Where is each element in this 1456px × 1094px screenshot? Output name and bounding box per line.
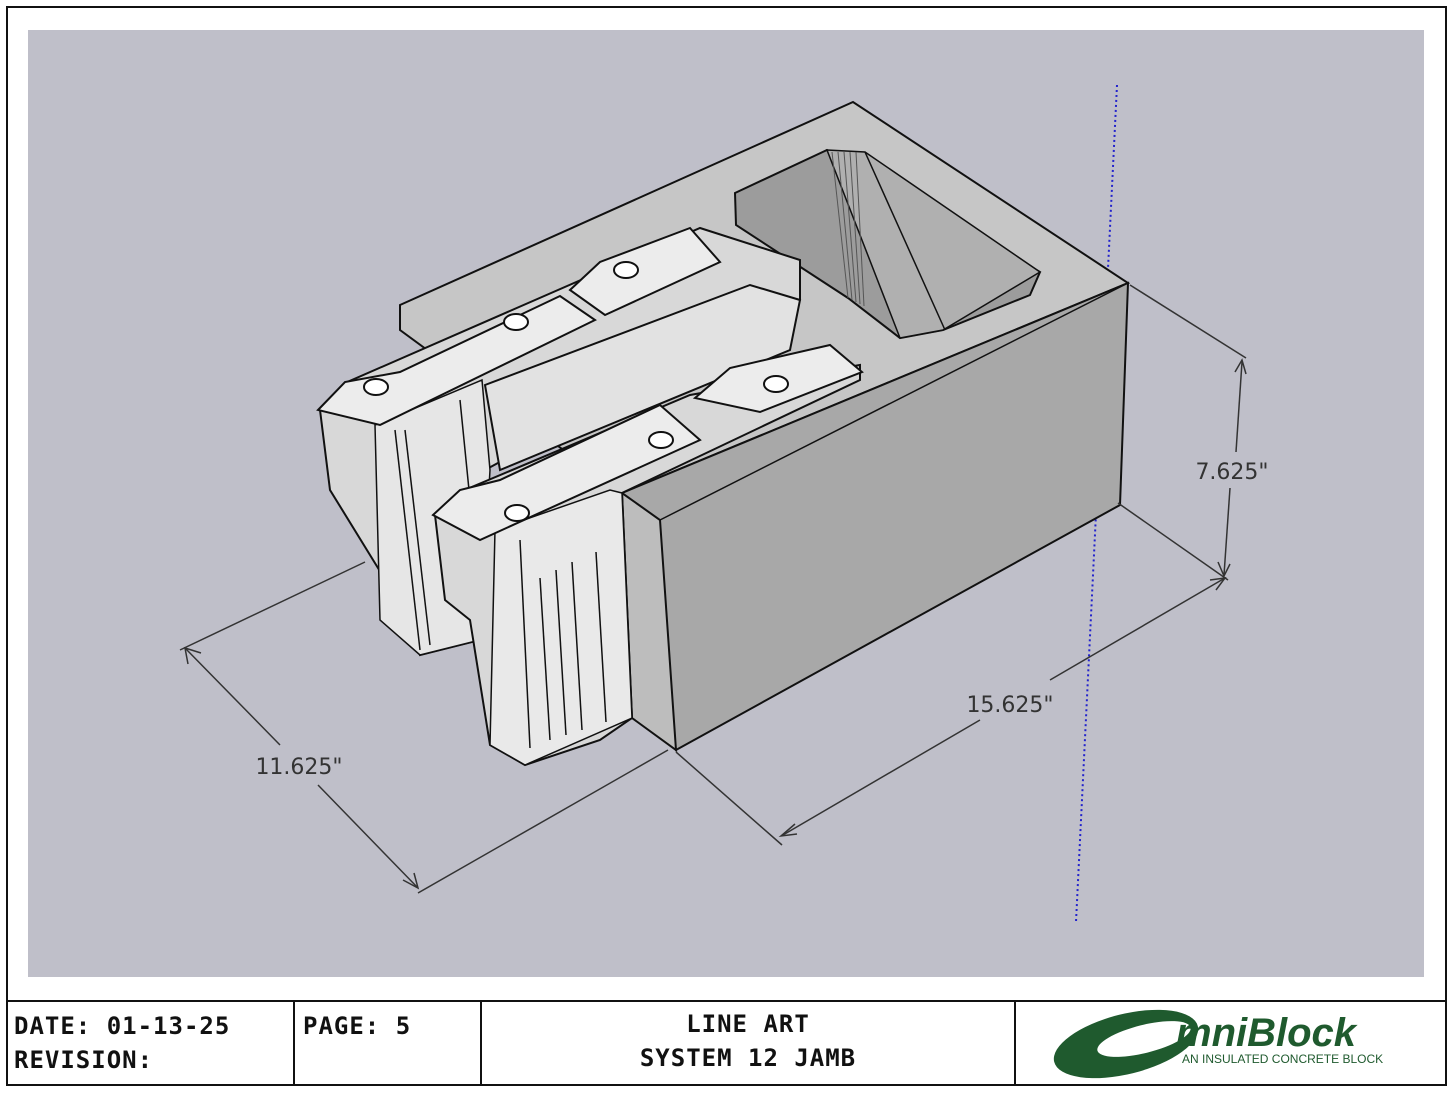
front-connector-tab	[431, 403, 702, 542]
title-block: DATE: 01-13-25 REVISION: PAGE: 5 LINE AR…	[6, 1000, 1447, 1086]
block-drawing: 7.625" 15.625" 11.625"	[179, 84, 1269, 923]
block-core-wall	[825, 149, 1042, 339]
date-value: 01-13-25	[106, 1012, 231, 1040]
logo-tagline: AN INSULATED CONCRETE BLOCK	[1182, 1052, 1383, 1066]
height-dimension	[1117, 284, 1247, 581]
page-value: 5	[395, 1012, 412, 1040]
width-dimension	[179, 561, 669, 894]
title-block-logo-cell: O mniBlock AN INSULATED CONCRETE BLOCK	[1016, 1002, 1445, 1086]
rear-connector-tab-2	[568, 226, 722, 317]
title-line-2: SYSTEM 12 JAMB	[639, 1044, 857, 1072]
logo-brand-initial: O	[1046, 1006, 1047, 1007]
logo-brand: mniBlock	[1176, 1011, 1358, 1055]
date-label: DATE:	[14, 1012, 92, 1040]
page-label: PAGE:	[303, 1012, 381, 1040]
revision-label: REVISION:	[14, 1046, 154, 1074]
length-dimension	[675, 577, 1227, 846]
middle-rail	[483, 283, 802, 472]
title-block-date-cell: DATE: 01-13-25 REVISION:	[6, 1002, 295, 1086]
height-dimension-label: 7.625"	[1195, 460, 1268, 485]
width-dimension-label: 11.625"	[255, 755, 342, 780]
omniblock-logo: O mniBlock AN INSULATED CONCRETE BLOCK	[1046, 1006, 1383, 1079]
title-line-1: LINE ART	[686, 1010, 810, 1038]
rear-connector-tab	[316, 294, 597, 427]
title-block-page-cell: PAGE: 5	[295, 1002, 482, 1086]
length-dimension-label: 15.625"	[966, 693, 1053, 718]
front-connector-side	[489, 489, 633, 766]
title-block-title-cell: LINE ART SYSTEM 12 JAMB	[482, 1002, 1016, 1086]
model-viewport[interactable]: 7.625" 15.625" 11.625"	[28, 30, 1424, 977]
